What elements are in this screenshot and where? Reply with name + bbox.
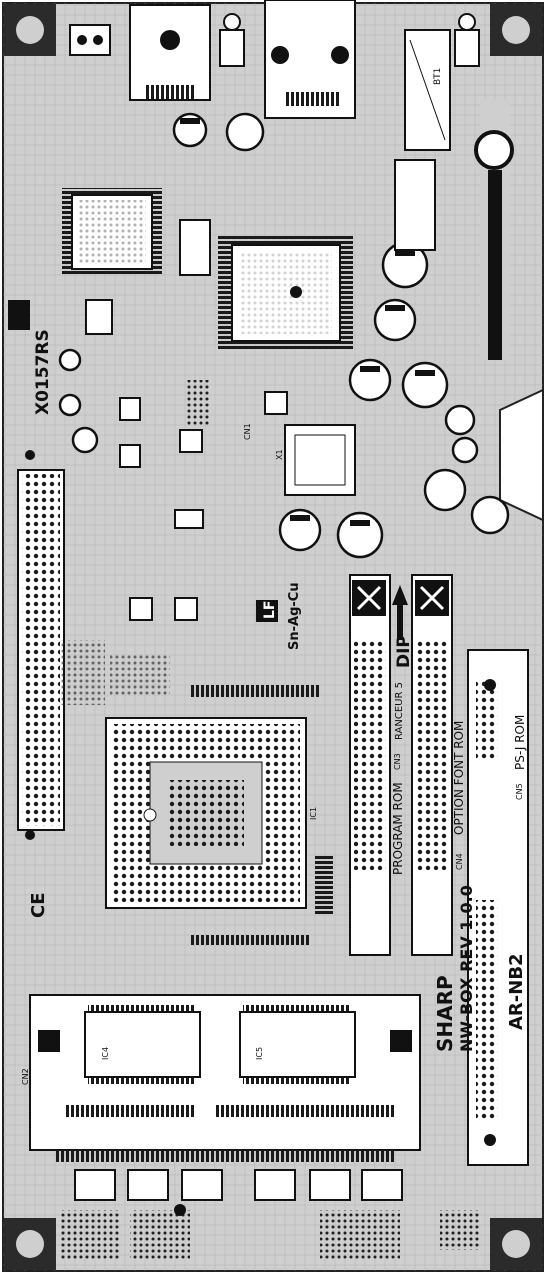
- model-code: X0157RS: [33, 329, 53, 415]
- board-notch: [499, 388, 544, 522]
- corner-pads: [4, 4, 542, 1270]
- ic1-label: IC1: [309, 807, 318, 820]
- small-ics: [85, 219, 288, 621]
- cn5-label: CN5: [515, 783, 524, 800]
- x1-label: X1: [275, 449, 284, 460]
- fancy-label: RANCEUR 5: [394, 682, 405, 740]
- cn4-label: CN4: [455, 853, 464, 870]
- memory-slot-lower: [29, 994, 421, 1162]
- ic5-label: IC5: [255, 1047, 264, 1060]
- bga-chip-main: [105, 717, 307, 909]
- lead-free-label: LF: [262, 601, 278, 619]
- revision-label: NW-BOX REV 1.0.0: [457, 885, 476, 1052]
- cn2-label: CN2: [21, 1068, 30, 1085]
- part-label: AR-NB2: [506, 953, 527, 1030]
- option-font-rom-label: OPTION FONT ROM: [452, 721, 466, 835]
- x-marks: [352, 580, 449, 640]
- left-pin-header: [17, 469, 65, 831]
- psj-rom-label: PS-J ROM: [513, 715, 527, 770]
- ic4-label: IC4: [101, 1047, 110, 1060]
- program-rom-label: PROGRAM ROM: [391, 782, 405, 875]
- bottom-ics: [74, 1169, 403, 1201]
- brand-label: SHARP: [433, 975, 457, 1052]
- top-connectors: [69, 0, 480, 151]
- electrolytic-capacitors: [58, 112, 510, 559]
- lf-box: [256, 600, 278, 622]
- crystal-x1: [284, 424, 356, 496]
- rom-sockets: [349, 574, 529, 1166]
- qfp-chip-center: [218, 235, 353, 350]
- battery-holder: [394, 100, 514, 360]
- ce-mark: CE: [28, 892, 49, 918]
- bt1-label: BT1: [433, 68, 443, 85]
- cn3-label: CN3: [393, 753, 402, 770]
- qfp-chip-upper-left: [62, 188, 162, 276]
- dip-label: DIP: [394, 635, 414, 668]
- alloy-label: Sn-Ag-Cu: [287, 582, 302, 650]
- cn1-label: CN1: [243, 423, 252, 440]
